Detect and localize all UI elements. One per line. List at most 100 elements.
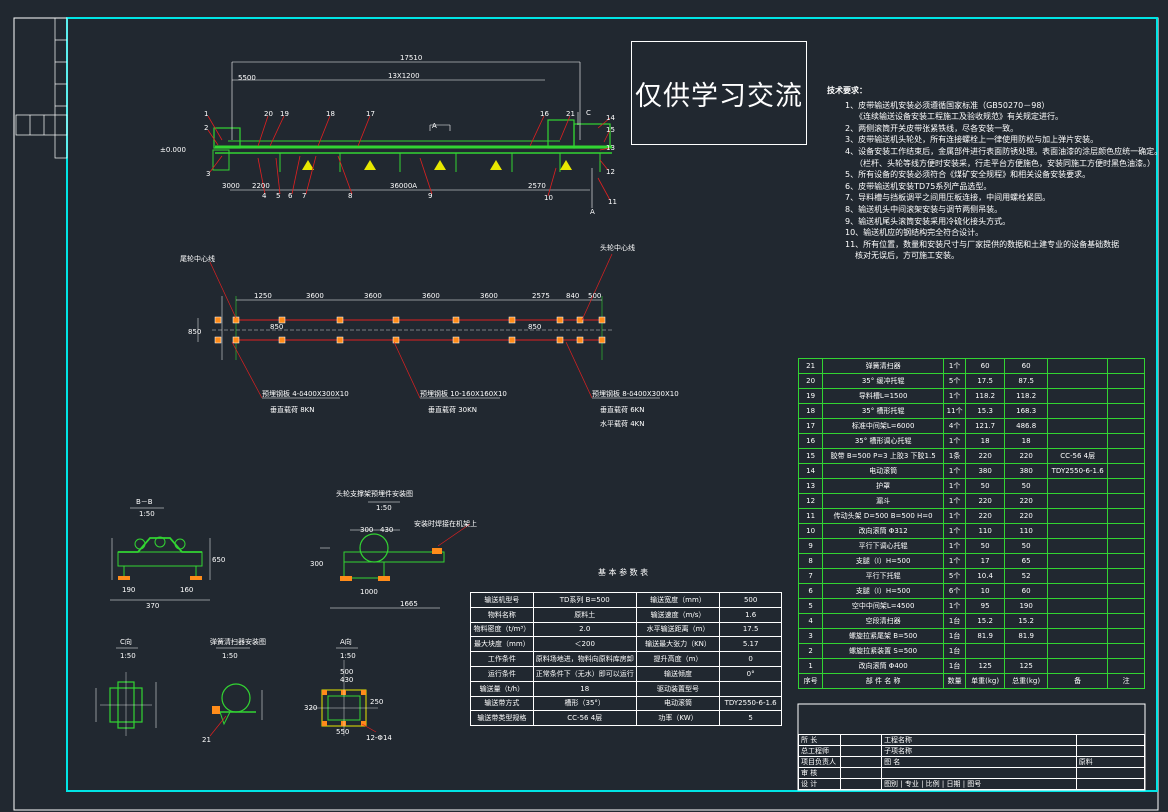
bom-cell: 1个 bbox=[943, 598, 967, 614]
bom-cell: 总重(kg) bbox=[1004, 673, 1049, 689]
note-line: 8、输送机头中间滚架安装与调节两侧吊装。 bbox=[845, 204, 1003, 214]
elevation-callout-7: 7 bbox=[302, 192, 306, 200]
params-cell: 输送量（t/h） bbox=[470, 680, 534, 697]
bom-cell: 95 bbox=[965, 598, 1006, 614]
notes-list: 1、皮带输送机安装必须遵循国家标准（GB50270－98）《连续输送设备安装工程… bbox=[827, 100, 1162, 262]
bom-cell: 漏斗 bbox=[822, 493, 945, 509]
a-view-title: A向 bbox=[340, 637, 352, 646]
elevation-callout-15: 15 bbox=[606, 126, 615, 134]
bom-cell bbox=[1107, 613, 1145, 629]
bom-cell: 1个 bbox=[943, 358, 967, 374]
bom-cell: 1个 bbox=[943, 463, 967, 479]
bom-cell bbox=[1107, 538, 1145, 554]
a-dim-3: 320 bbox=[304, 704, 317, 712]
bb-dim-0: 370 bbox=[146, 602, 159, 610]
head-dim-3: 1000 bbox=[360, 588, 378, 596]
elevation-dim-1: 13X1200 bbox=[388, 72, 420, 80]
bom-cell: 50 bbox=[1004, 538, 1049, 554]
bom-cell bbox=[1107, 403, 1145, 419]
elevation-callout-6: 6 bbox=[288, 192, 293, 200]
bom-cell: 125 bbox=[965, 658, 1006, 674]
head-dim-1: 430 bbox=[380, 526, 393, 534]
head-dim-4: 1665 bbox=[400, 600, 418, 608]
params-cell: 输送宽度（mm） bbox=[635, 592, 721, 608]
title-block-cell: 设 计 bbox=[797, 778, 842, 790]
elevation-callout-11: 11 bbox=[608, 198, 617, 206]
params-cell: 5 bbox=[719, 710, 782, 727]
bom-cell: 备 bbox=[1047, 673, 1109, 689]
bom-cell: 190 bbox=[1004, 598, 1049, 614]
bom-cell: 15.3 bbox=[965, 403, 1006, 419]
title-block-cell: 原料 bbox=[1075, 756, 1146, 768]
embedded-plate bbox=[452, 316, 460, 324]
title-block-row: 审 核 bbox=[797, 767, 1146, 779]
bom-cell bbox=[1107, 508, 1145, 524]
params-cell: 正常条件下（无水）即可以运行 bbox=[532, 665, 637, 682]
technical-notes: 技术要求： 1、皮带输送机安装必须遵循国家标准（GB50270－98）《连续输送… bbox=[827, 85, 1162, 262]
right-load2-label: 水平载荷 4KN bbox=[600, 419, 645, 428]
bom-cell: 10.4 bbox=[965, 568, 1006, 584]
bom-cell: 16 bbox=[797, 433, 824, 449]
params-cell: 原料土 bbox=[532, 606, 637, 623]
params-cell: 功率（KW） bbox=[635, 710, 721, 727]
bom-cell: 单重(kg) bbox=[965, 673, 1006, 689]
elevation-callout-10: 10 bbox=[544, 194, 553, 202]
bom-cell: 52 bbox=[1004, 568, 1049, 584]
bom-cell: 6 bbox=[797, 583, 824, 599]
bom-cell: 118.2 bbox=[965, 388, 1006, 404]
tail-center-label: 尾轮中心线 bbox=[180, 254, 215, 263]
elevation-callout-20: 20 bbox=[264, 110, 273, 118]
bb-dim-3: 160 bbox=[180, 586, 193, 594]
bom-cell: 传动头架 D=500 B=500 H=0 bbox=[822, 508, 945, 524]
bom-cell bbox=[1047, 583, 1109, 599]
bom-cell bbox=[1107, 358, 1145, 374]
plan-dim-4: 3600 bbox=[480, 292, 498, 300]
bom-cell bbox=[1004, 643, 1049, 659]
elevation-dim-0: 17510 bbox=[400, 54, 422, 62]
bom-cell: 1个 bbox=[943, 388, 967, 404]
bom-cell: 1个 bbox=[943, 508, 967, 524]
bb-dim-2: 190 bbox=[122, 586, 135, 594]
title-block-cell bbox=[840, 745, 883, 757]
bom-cell: 护罩 bbox=[822, 478, 945, 494]
bom-cell: 7 bbox=[797, 568, 824, 584]
embedded-plate bbox=[278, 316, 286, 324]
bom-cell: 11 bbox=[797, 508, 824, 524]
embedded-plate bbox=[392, 316, 400, 324]
elevation-dim-4: 5500 bbox=[238, 74, 256, 82]
params-cell: 原料场地进，物料向原料库房卸 bbox=[532, 651, 637, 667]
head-view-label: 安装时焊接在机架上 bbox=[414, 519, 477, 528]
bom-cell bbox=[1107, 493, 1145, 509]
bom-cell bbox=[1047, 373, 1109, 389]
left-load-label: 垂直载荷 8KN bbox=[270, 405, 315, 414]
params-cell: 5.17 bbox=[719, 636, 782, 653]
bom-cell: 65 bbox=[1004, 553, 1049, 569]
params-cell: 物料名称 bbox=[470, 606, 534, 623]
bom-cell: 220 bbox=[965, 493, 1006, 509]
bom-cell bbox=[965, 643, 1006, 659]
bom-cell: 9 bbox=[797, 538, 824, 554]
params-cell: 工作条件 bbox=[470, 651, 534, 667]
elevation-dim-6: 2570 bbox=[528, 182, 546, 190]
plan-dim-1: 3600 bbox=[306, 292, 324, 300]
params-cell: 槽形（35°） bbox=[532, 695, 637, 712]
bom-cell: 平行下托辊 bbox=[822, 568, 945, 584]
params-row: 物料名称原料土输送速度（m/s）1.6 bbox=[470, 606, 782, 623]
note-line: 7、导料槽与挡板调平之间用压板连接，中间用螺栓紧固。 bbox=[845, 193, 1051, 203]
bom-cell: 5 bbox=[797, 598, 824, 614]
plan-dim-2: 3600 bbox=[364, 292, 382, 300]
cleaner-view-title: 弹簧清扫器安装图 bbox=[210, 637, 266, 646]
bom-cell: 1个 bbox=[943, 493, 967, 509]
bom-cell: 60 bbox=[965, 358, 1006, 374]
bom-cell: 60 bbox=[1004, 583, 1049, 599]
